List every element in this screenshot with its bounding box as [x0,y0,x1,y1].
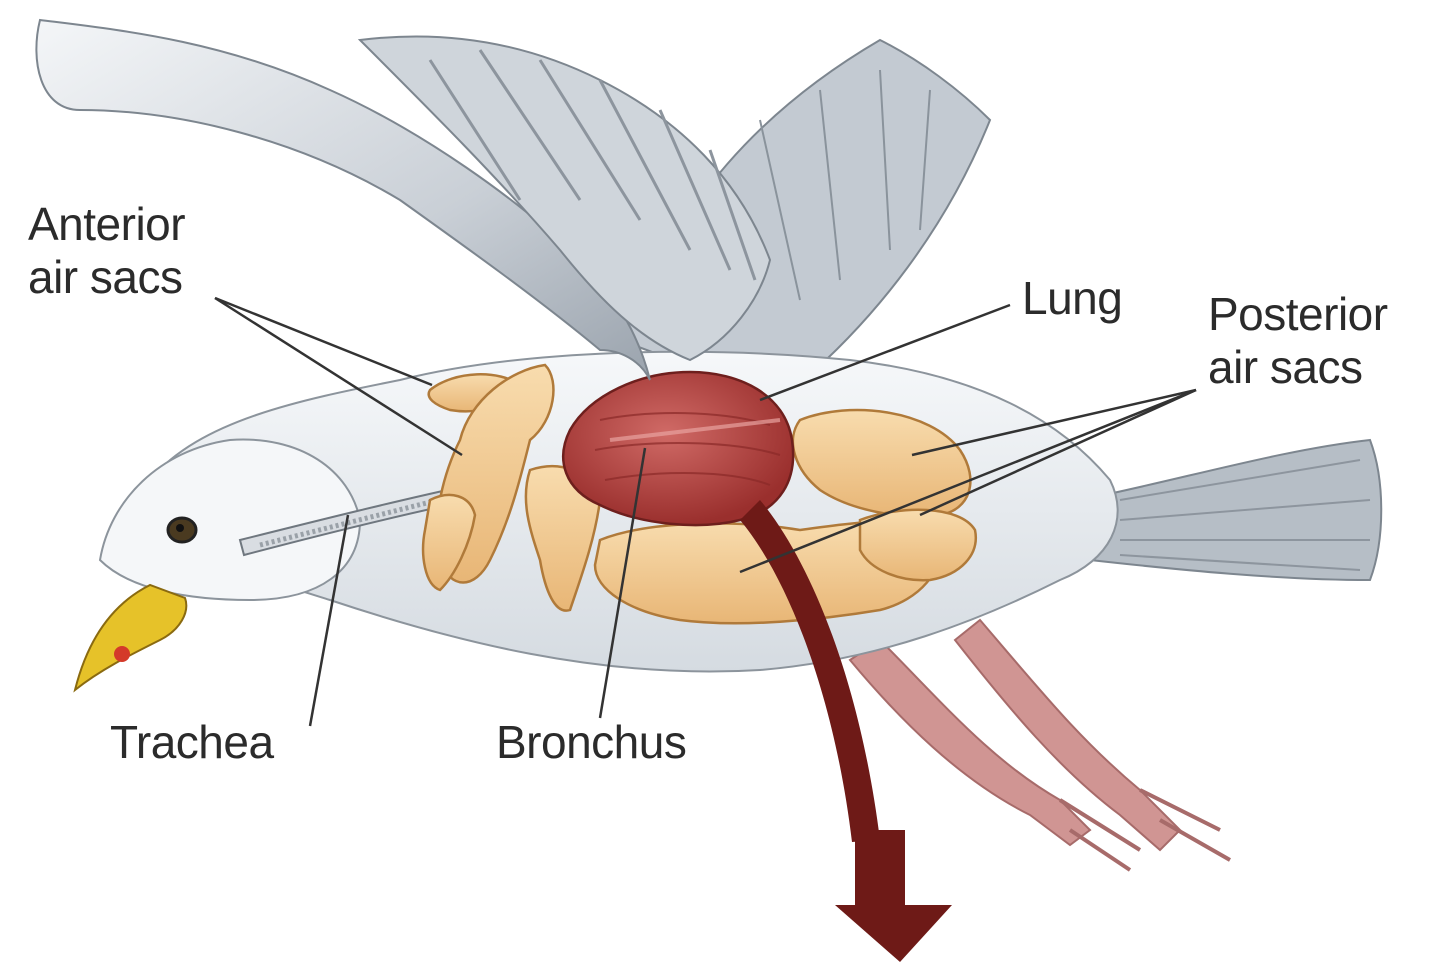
posterior-air-sacs-label: Posterior air sacs [1208,288,1388,395]
head [98,438,362,602]
posterior-label-line2: air sacs [1208,341,1363,394]
posterior-label-line1: Posterior [1208,288,1388,340]
trachea-label: Trachea [110,716,274,768]
bronchus-label: Bronchus [496,716,687,768]
tail [1078,438,1383,582]
legs [848,618,1231,872]
beak [73,583,188,693]
anterior-air-sacs-label: Anterior air sacs [28,198,186,305]
lung [562,370,795,527]
lung-label: Lung [1022,272,1123,324]
airflow-arrow [740,500,952,962]
leader-lines [214,296,1197,727]
anterior-label-line1: Anterior [28,198,186,250]
near-wing [35,18,772,381]
anterior-label-line2: air sacs [28,251,183,304]
